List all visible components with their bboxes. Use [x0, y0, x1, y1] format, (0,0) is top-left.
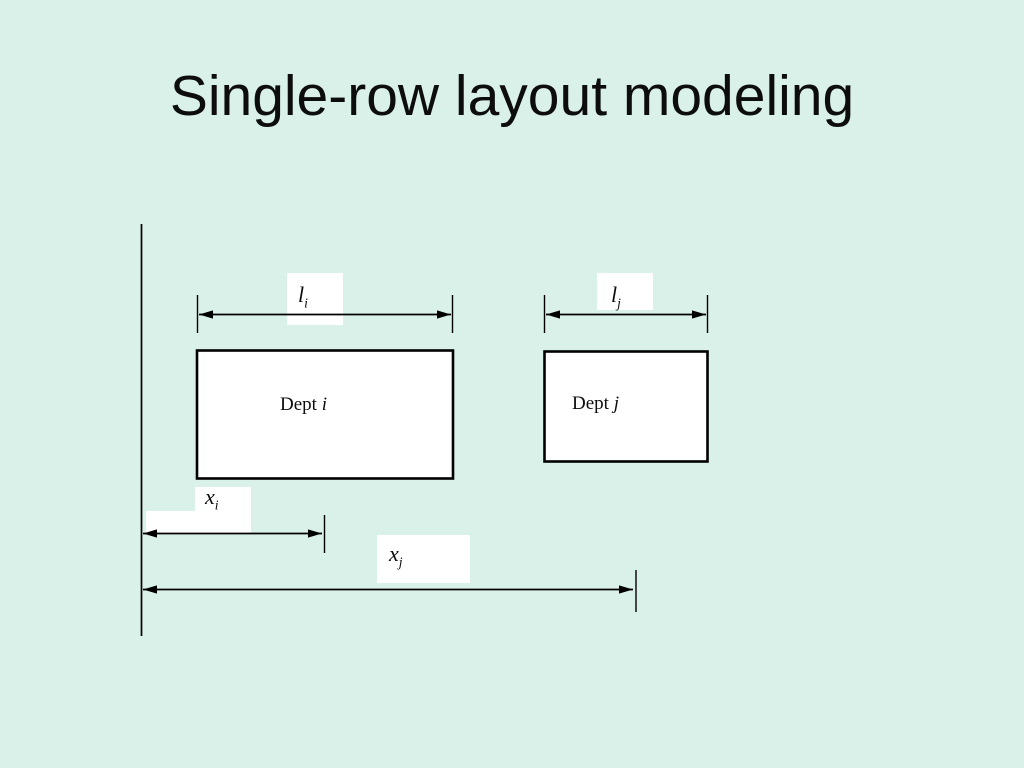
dept-i-label-prefix: Dept [280, 394, 317, 415]
li-label-subscript: i [304, 295, 308, 311]
xi-label-box-extension [146, 511, 216, 533]
li-label-box [287, 273, 343, 325]
dept-j-box [543, 350, 709, 463]
dept-i-label-variable: i [321, 394, 327, 415]
xj-label-box [377, 535, 470, 583]
slide-title: Single-row layout modeling [169, 64, 855, 128]
dept-j-label-variable: j [613, 393, 619, 414]
lj-dimension-label: lj [611, 282, 621, 310]
diagram-lines [140, 224, 709, 636]
xj-label-subscript: j [398, 554, 403, 570]
lj-label-base: l [611, 282, 618, 307]
xj-dimension-label: xj [389, 541, 403, 569]
li-dimension-label: li [298, 282, 308, 310]
dept-j-label-prefix: Dept [572, 393, 609, 414]
lj-label-box [597, 273, 653, 310]
xj-label-base: x [389, 541, 399, 566]
dept-i-box [195, 349, 455, 480]
xi-label-subscript: i [214, 497, 219, 513]
xi-label-base: x [205, 484, 215, 509]
xi-dimension-label: xi [205, 484, 219, 512]
label-backgrounds [146, 273, 653, 583]
lj-label-subscript: j [617, 295, 621, 311]
li-label-base: l [298, 282, 305, 307]
